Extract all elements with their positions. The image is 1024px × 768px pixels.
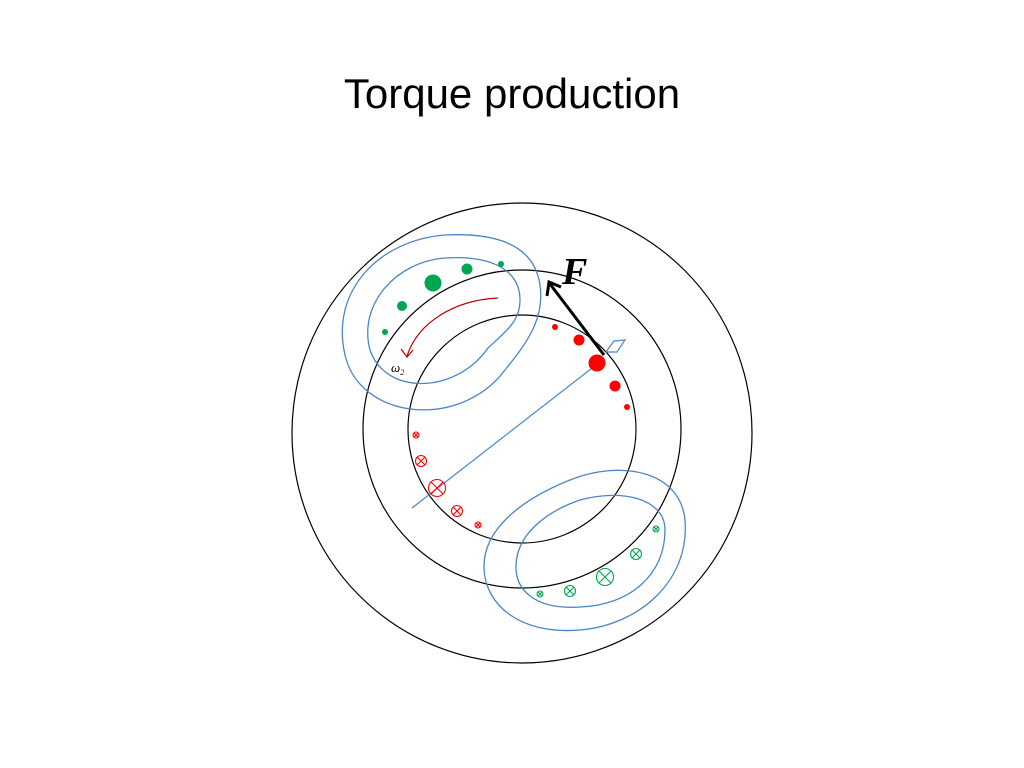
current-out-of-page-icon [588,354,606,372]
current-into-page-icon [536,590,544,598]
force-label: F [561,251,587,293]
omega-label: ω2 [391,360,404,377]
current-into-page-icon [414,454,428,468]
stator-outer-circle [291,202,753,664]
rotor-circle [407,314,637,544]
current-out-of-page-icon [397,301,407,311]
red-dots-right [552,324,630,410]
force-arrow-shaft [548,283,606,356]
green-dots-upper [382,261,504,335]
current-out-of-page-icon [624,404,630,410]
current-into-page-icon [474,521,482,529]
slide-title: Torque production [343,70,681,117]
current-out-of-page-icon [382,329,388,335]
lower-coil-outer-loop [483,469,686,632]
current-into-page-icon [427,478,447,498]
current-into-page-icon [629,547,643,561]
red-crosses-left [412,431,482,529]
upper-coil-outer-loop [341,234,542,411]
green-crosses-lower [536,525,660,598]
current-into-page-icon [652,525,660,533]
current-into-page-icon [450,504,464,518]
current-out-of-page-icon [609,380,621,392]
current-out-of-page-icon [461,263,473,275]
rotation-arrowhead-icon [400,348,414,358]
current-out-of-page-icon [498,261,504,267]
rotor-diameter-line [411,364,597,509]
lower-coil [483,469,686,632]
current-into-page-icon [563,584,577,598]
conductor-marker-icon [604,339,627,353]
current-out-of-page-icon [573,334,585,346]
air-gap-circle [362,269,682,589]
upper-coil-inner-loop [367,257,521,385]
current-into-page-icon [595,567,615,587]
upper-coil [341,234,542,411]
force-arrowhead-icon [545,279,562,297]
current-out-of-page-icon [552,324,558,330]
lower-coil-inner-loop [515,494,666,608]
current-into-page-icon [412,431,420,439]
current-out-of-page-icon [424,274,442,292]
rotation-arrow-icon [406,297,499,357]
